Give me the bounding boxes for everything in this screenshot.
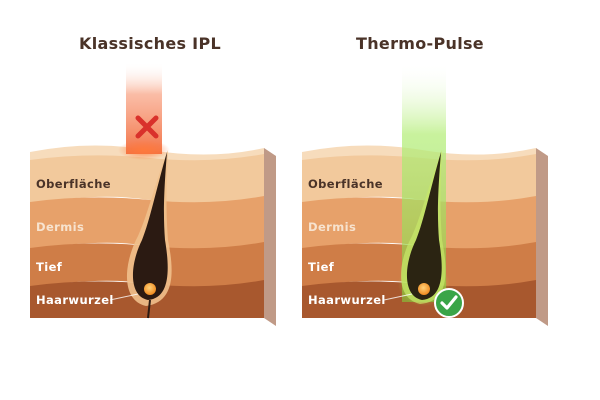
label-root: Haarwurzel [36, 293, 114, 307]
panel-title-thermo-pulse: Thermo-Pulse [356, 34, 484, 53]
root-pointer-line [109, 293, 139, 301]
skin-side-face [264, 148, 276, 326]
panel-classic-ipl: Oberfläche Dermis Tief Haarwurzel [30, 62, 276, 326]
panel-thermo-pulse: Oberfläche Dermis Tief Haarwurzel [302, 62, 548, 326]
label-root: Haarwurzel [308, 293, 386, 307]
root-pointer-line [383, 293, 413, 301]
surface-heat-glow [118, 140, 170, 160]
hair-follicle-left [126, 150, 172, 319]
check-badge-icon [434, 288, 464, 318]
ipl-light-beam [126, 62, 162, 154]
hair-root-bulb [144, 283, 156, 295]
label-surface: Oberfläche [308, 177, 383, 191]
label-dermis: Dermis [36, 220, 84, 234]
skin-side-face [536, 148, 548, 326]
hair-root-bulb [418, 283, 430, 295]
layer-surface [30, 154, 264, 204]
x-mark-icon [135, 115, 159, 139]
label-deep: Tief [36, 260, 63, 274]
label-deep: Tief [308, 260, 335, 274]
label-dermis: Dermis [308, 220, 356, 234]
panel-title-classic-ipl: Klassisches IPL [79, 34, 221, 53]
label-surface: Oberfläche [36, 177, 111, 191]
